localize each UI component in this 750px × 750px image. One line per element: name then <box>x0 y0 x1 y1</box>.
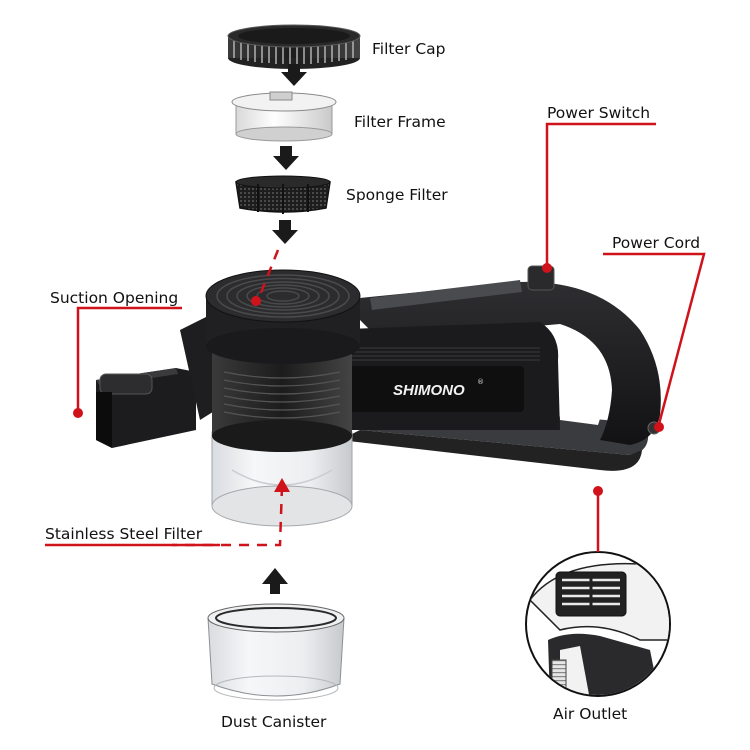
sponge-filter-part <box>236 176 330 214</box>
label-sponge-filter: Sponge Filter <box>346 186 448 204</box>
arrow-down-icon <box>273 146 299 170</box>
dust-canister-part <box>208 604 344 700</box>
label-power-switch: Power Switch <box>547 104 650 122</box>
label-suction-opening: Suction Opening <box>50 289 178 307</box>
label-air-outlet: Air Outlet <box>553 705 627 723</box>
brand-logo-text: SHIMONO <box>393 382 465 399</box>
filter-cap-part <box>228 25 360 69</box>
arrow-up-icon <box>262 568 288 594</box>
filter-frame-part <box>232 92 336 141</box>
label-filter-cap: Filter Cap <box>372 40 445 58</box>
arrow-down-icon <box>272 220 298 244</box>
label-filter-frame: Filter Frame <box>354 113 446 131</box>
registered-mark: ® <box>477 378 484 386</box>
label-stainless-steel-filter: Stainless Steel Filter <box>45 525 203 543</box>
vacuum-body <box>96 266 661 471</box>
air-outlet-inset <box>526 552 682 700</box>
label-dust-canister: Dust Canister <box>221 713 327 731</box>
label-power-cord: Power Cord <box>612 234 700 252</box>
